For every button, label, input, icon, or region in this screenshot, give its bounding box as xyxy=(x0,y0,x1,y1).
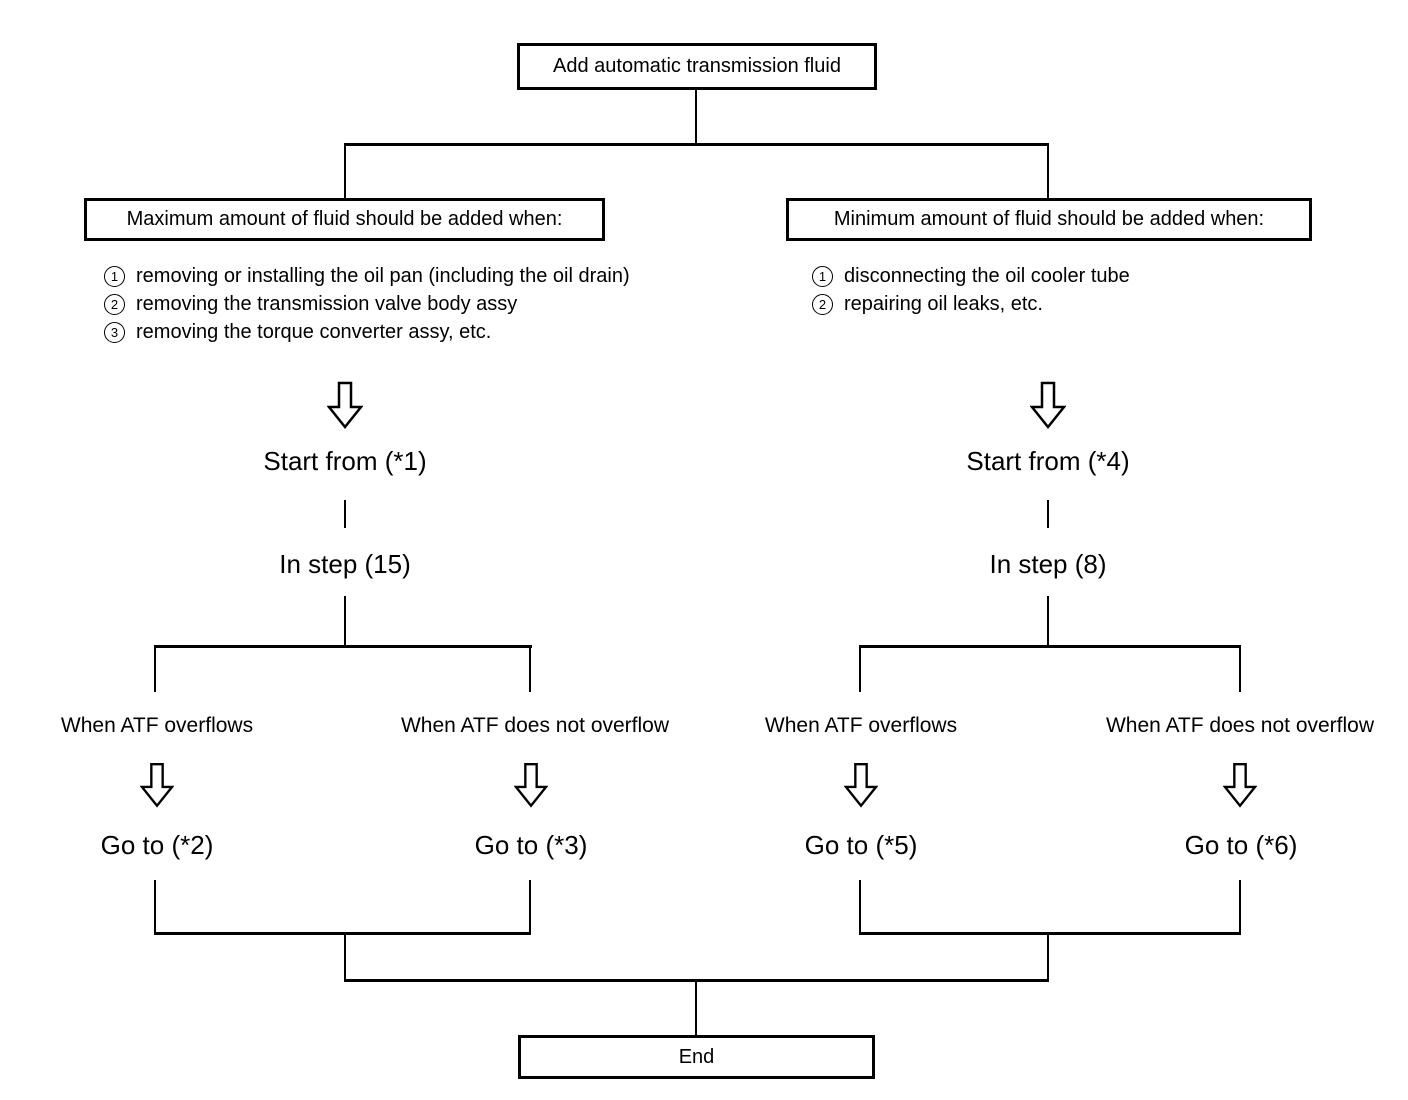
connector-line xyxy=(859,932,1241,935)
connector-line xyxy=(344,500,346,528)
circled-number-icon: 2 xyxy=(104,293,125,315)
in-step-8-label: In step (8) xyxy=(989,549,1107,579)
start-node-label: Add automatic transmission fluid xyxy=(553,55,841,77)
connector-line xyxy=(344,143,346,200)
connector-line xyxy=(859,645,1241,648)
circled-number-icon: 2 xyxy=(812,293,833,315)
list-item-text: repairing oil leaks, etc. xyxy=(844,292,1043,315)
connector-line xyxy=(344,596,346,647)
connector-line xyxy=(1239,880,1241,935)
connector-line xyxy=(859,880,861,935)
list-item-text: removing or installing the oil pan (incl… xyxy=(136,264,630,287)
max-fluid-condition-list: 1 removing or installing the oil pan (in… xyxy=(104,262,630,346)
start-node-box: Add automatic transmission fluid xyxy=(517,43,877,90)
goto-2-label: Go to (*2) xyxy=(100,830,214,860)
circled-number-icon: 1 xyxy=(812,265,833,287)
connector-line xyxy=(344,932,346,982)
end-node-label: End xyxy=(678,1045,715,1068)
down-arrow-icon xyxy=(844,763,878,808)
list-item-text: disconnecting the oil cooler tube xyxy=(844,264,1130,287)
start-from-1-label: Start from (*1) xyxy=(263,446,427,476)
min-fluid-header-box: Minimum amount of fluid should be added … xyxy=(786,198,1312,241)
list-item: 1 disconnecting the oil cooler tube xyxy=(812,262,1130,290)
circled-number-icon: 3 xyxy=(104,321,125,343)
down-arrow-icon xyxy=(327,381,363,429)
connector-line xyxy=(154,880,156,935)
list-item: 2 removing the transmission valve body a… xyxy=(104,290,630,318)
down-arrow-icon xyxy=(1223,763,1257,808)
connector-line xyxy=(695,979,697,1035)
max-fluid-header-label: Maximum amount of fluid should be added … xyxy=(126,208,563,230)
connector-line xyxy=(1047,596,1049,647)
down-arrow-icon xyxy=(140,763,174,808)
connector-line xyxy=(1239,645,1241,692)
goto-5-label: Go to (*5) xyxy=(804,830,918,860)
connector-line xyxy=(1047,143,1049,200)
condition-atf-no-overflow-label: When ATF does not overflow xyxy=(400,714,670,737)
min-fluid-condition-list: 1 disconnecting the oil cooler tube 2 re… xyxy=(812,262,1130,318)
connector-line xyxy=(1047,500,1049,528)
list-item: 1 removing or installing the oil pan (in… xyxy=(104,262,630,290)
down-arrow-icon xyxy=(514,763,548,808)
in-step-15-label: In step (15) xyxy=(279,549,411,579)
condition-atf-overflows-label: When ATF overflows xyxy=(60,714,254,737)
goto-3-label: Go to (*3) xyxy=(474,830,588,860)
down-arrow-icon xyxy=(1030,381,1066,429)
list-item: 2 repairing oil leaks, etc. xyxy=(812,290,1130,318)
connector-line xyxy=(154,932,531,935)
connector-line xyxy=(529,645,531,692)
connector-line xyxy=(859,645,861,692)
max-fluid-header-box: Maximum amount of fluid should be added … xyxy=(84,198,605,241)
connector-line xyxy=(529,880,531,935)
connector-line xyxy=(695,88,697,145)
circled-number-icon: 1 xyxy=(104,265,125,287)
list-item-text: removing the transmission valve body ass… xyxy=(136,292,518,315)
min-fluid-header-label: Minimum amount of fluid should be added … xyxy=(833,208,1265,230)
list-item: 3 removing the torque converter assy, et… xyxy=(104,318,630,346)
list-item-text: removing the torque converter assy, etc. xyxy=(136,320,492,343)
connector-line xyxy=(154,645,532,648)
condition-atf-no-overflow-label: When ATF does not overflow xyxy=(1105,714,1375,737)
connector-line xyxy=(1047,932,1049,982)
connector-line xyxy=(344,143,1049,146)
connector-line xyxy=(154,645,156,692)
start-from-4-label: Start from (*4) xyxy=(966,446,1130,476)
end-node-box: End xyxy=(518,1035,875,1079)
goto-6-label: Go to (*6) xyxy=(1184,830,1298,860)
condition-atf-overflows-label: When ATF overflows xyxy=(764,714,958,737)
